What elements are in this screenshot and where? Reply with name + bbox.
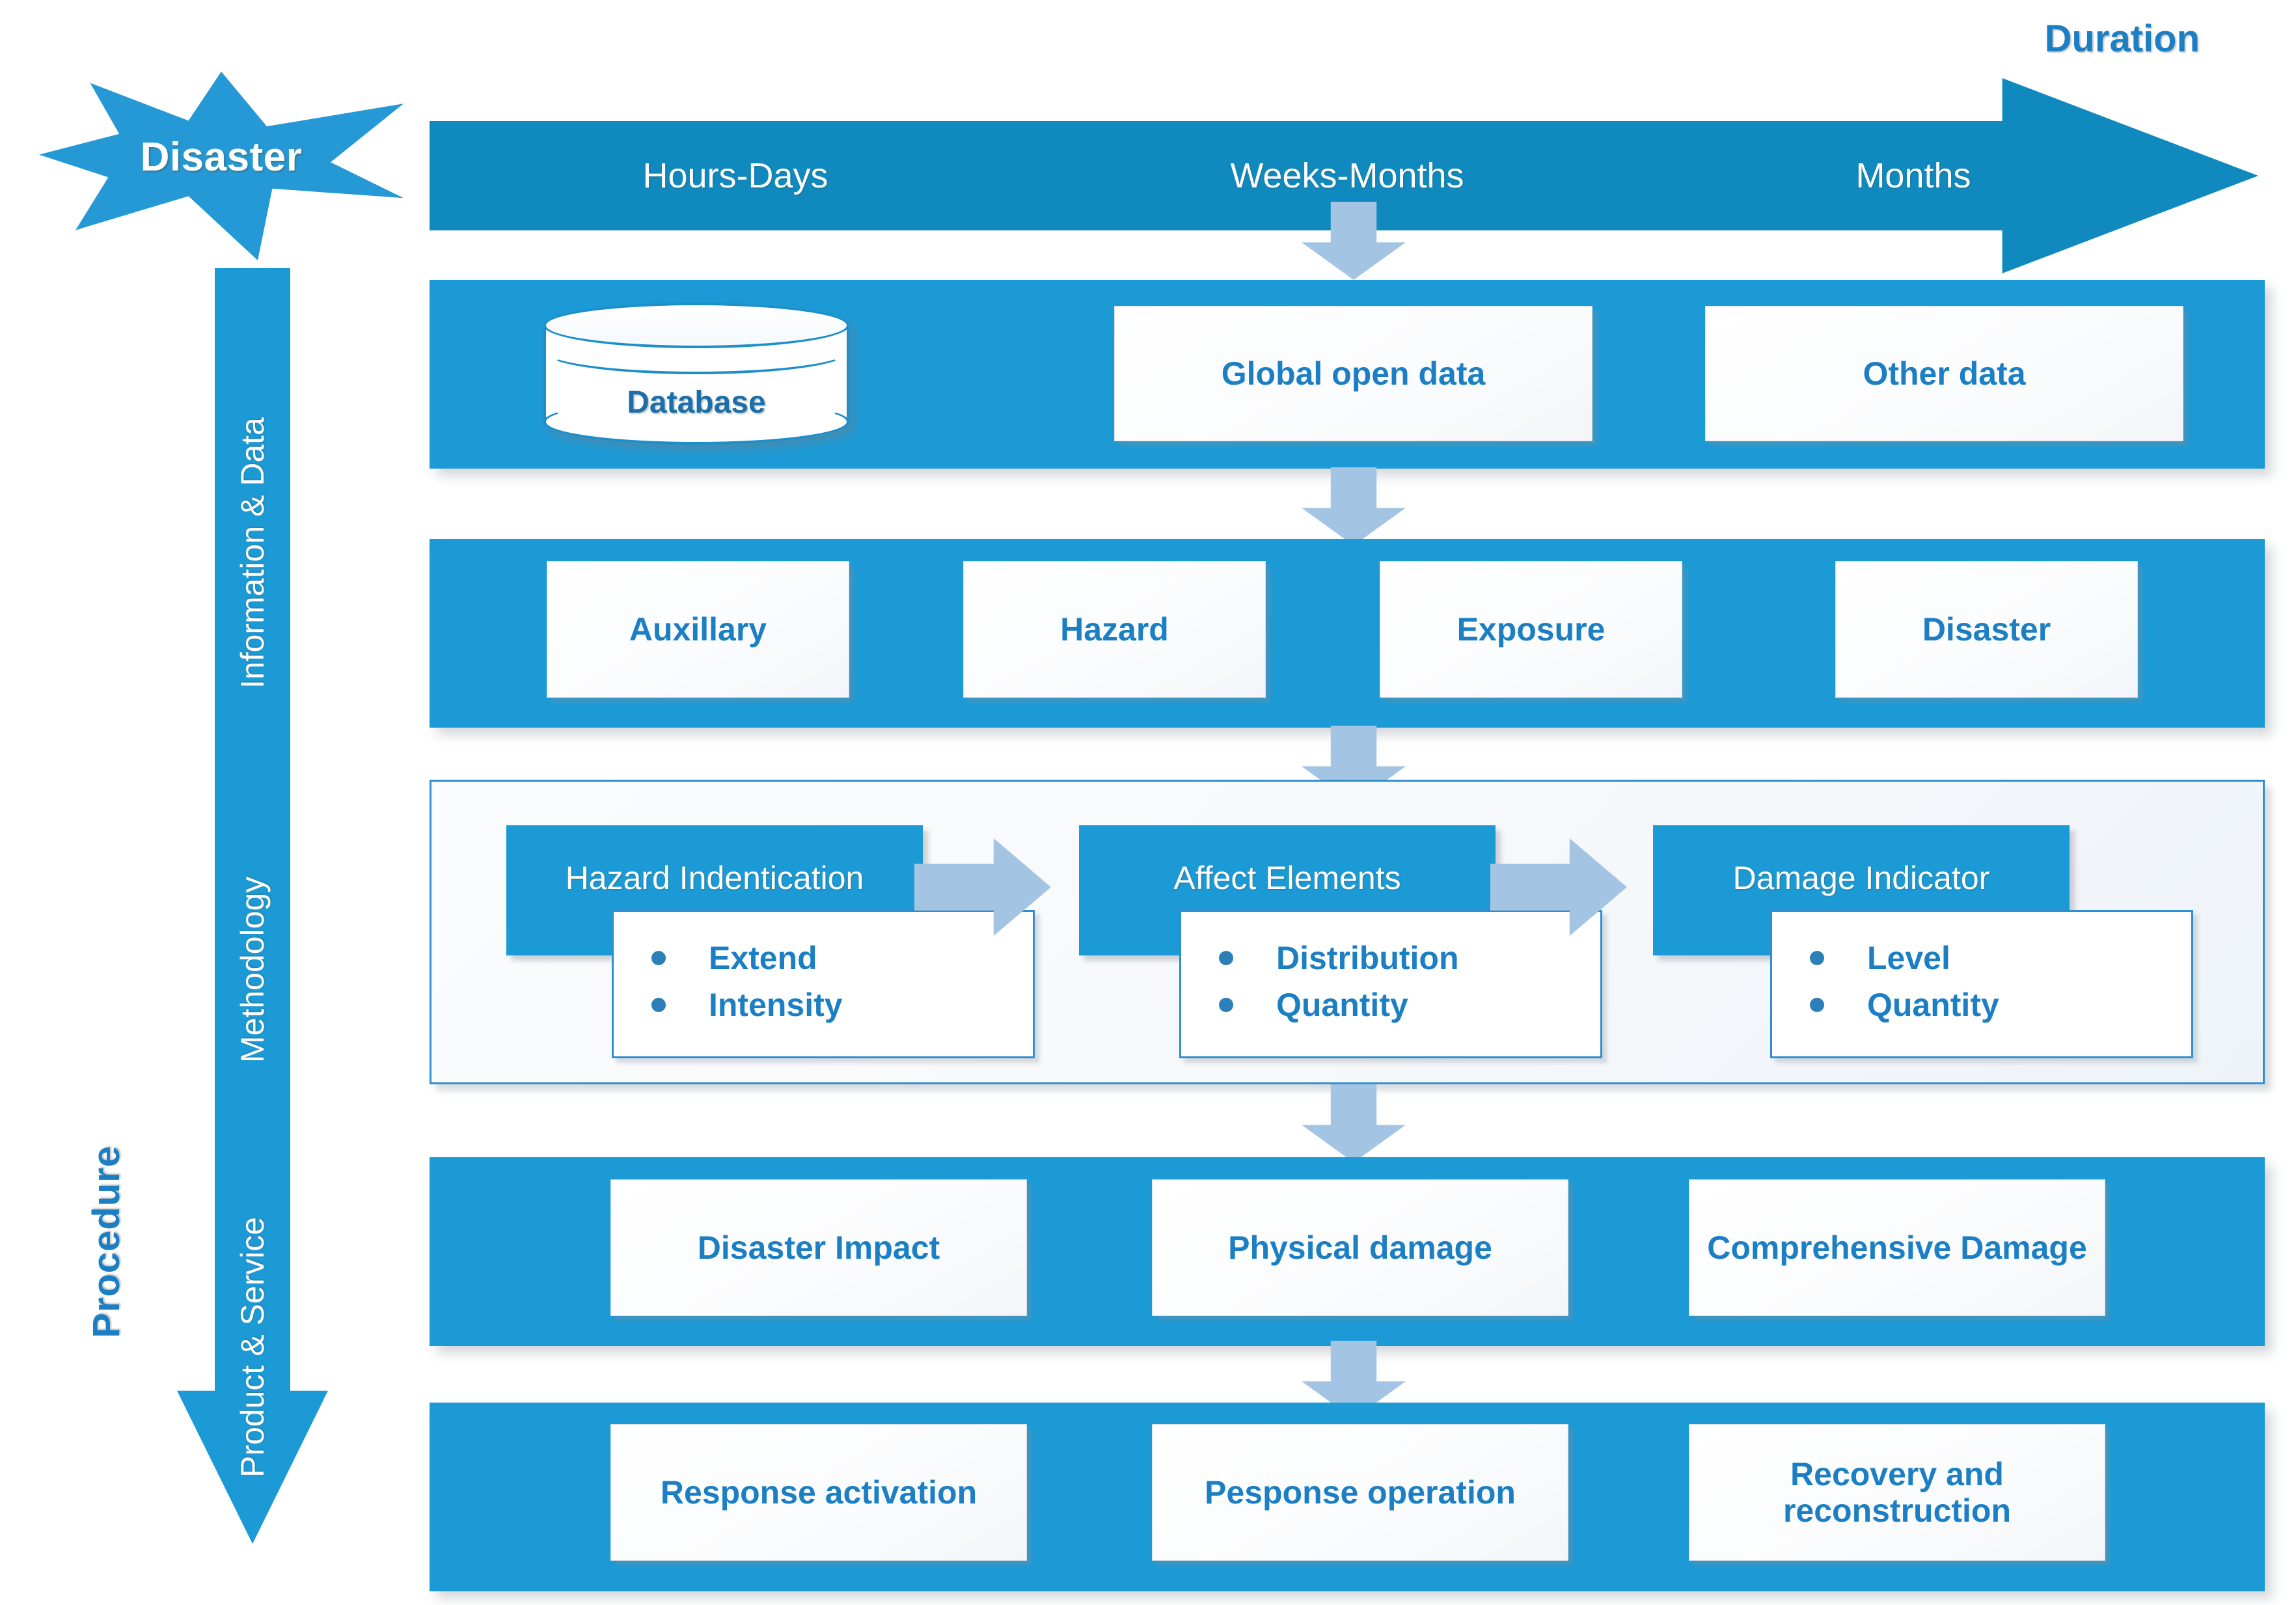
band-label-product-service: Product & Service xyxy=(234,1216,271,1478)
method-step-2-bullets: Distribution Quantity xyxy=(1179,910,1602,1058)
down-arrow-methodology-to-products xyxy=(1302,1084,1406,1162)
bullet-dot-icon xyxy=(1219,998,1233,1012)
box-auxillary[interactable]: Auxillary xyxy=(547,561,849,698)
method-bullet-item: Distribution xyxy=(1219,939,1600,977)
box-response-activation[interactable]: Response activation xyxy=(610,1424,1027,1561)
duration-title: Duration xyxy=(2044,18,2200,60)
database-label-wrap: Database xyxy=(543,303,849,443)
database-label: Database xyxy=(627,385,766,420)
box-other-data[interactable]: Other data xyxy=(1705,306,2183,441)
box-comprehensive-damage[interactable]: Comprehensive Damage xyxy=(1689,1179,2105,1316)
method-bullet-label: Intensity xyxy=(709,987,843,1023)
bullet-dot-icon xyxy=(651,951,666,965)
method-bullet-label: Distribution xyxy=(1276,940,1459,976)
method-bullet-label: Extend xyxy=(709,940,817,976)
method-bullet-label: Quantity xyxy=(1276,987,1408,1023)
box-exposure[interactable]: Exposure xyxy=(1380,561,1682,698)
box-physical-damage[interactable]: Physical damage xyxy=(1152,1179,1568,1316)
database-icon xyxy=(543,303,849,445)
method-bullet-label: Quantity xyxy=(1867,987,1999,1023)
bullet-dot-icon xyxy=(651,998,666,1012)
box-hazard[interactable]: Hazard xyxy=(963,561,1266,698)
band-label-information-data: Information & Data xyxy=(234,417,271,689)
down-arrow-data-to-types xyxy=(1302,467,1406,545)
box-pesponse-operation[interactable]: Pesponse operation xyxy=(1152,1424,1568,1561)
box-disaster[interactable]: Disaster xyxy=(1835,561,2138,698)
method-bullet-label: Level xyxy=(1867,940,1950,976)
method-bullet-item: Intensity xyxy=(651,986,1033,1024)
disaster-star: Disaster xyxy=(39,72,403,260)
duration-segment-3: Months xyxy=(1855,156,1971,195)
box-global-open-data[interactable]: Global open data xyxy=(1114,306,1592,441)
disaster-star-label: Disaster xyxy=(140,135,303,180)
method-step-3-bullets: Level Quantity xyxy=(1770,910,2193,1058)
method-bullet-item: Extend xyxy=(651,939,1033,977)
method-bullet-item: Level xyxy=(1810,939,2191,977)
method-step-1-bullets: Extend Intensity xyxy=(612,910,1035,1058)
box-disaster-impact[interactable]: Disaster Impact xyxy=(610,1179,1027,1316)
bullet-dot-icon xyxy=(1219,951,1233,965)
procedure-label: Procedure xyxy=(85,1145,128,1338)
duration-segment-2: Weeks-Months xyxy=(1230,156,1464,195)
method-bullet-item: Quantity xyxy=(1810,986,2191,1024)
duration-segment-1: Hours-Days xyxy=(642,156,828,195)
bullet-dot-icon xyxy=(1810,998,1824,1012)
method-bullet-item: Quantity xyxy=(1219,986,1600,1024)
band-label-methodology: Methodology xyxy=(234,876,271,1063)
bullet-dot-icon xyxy=(1810,951,1824,965)
box-recovery-reconstruction[interactable]: Recovery and reconstruction xyxy=(1689,1424,2105,1561)
